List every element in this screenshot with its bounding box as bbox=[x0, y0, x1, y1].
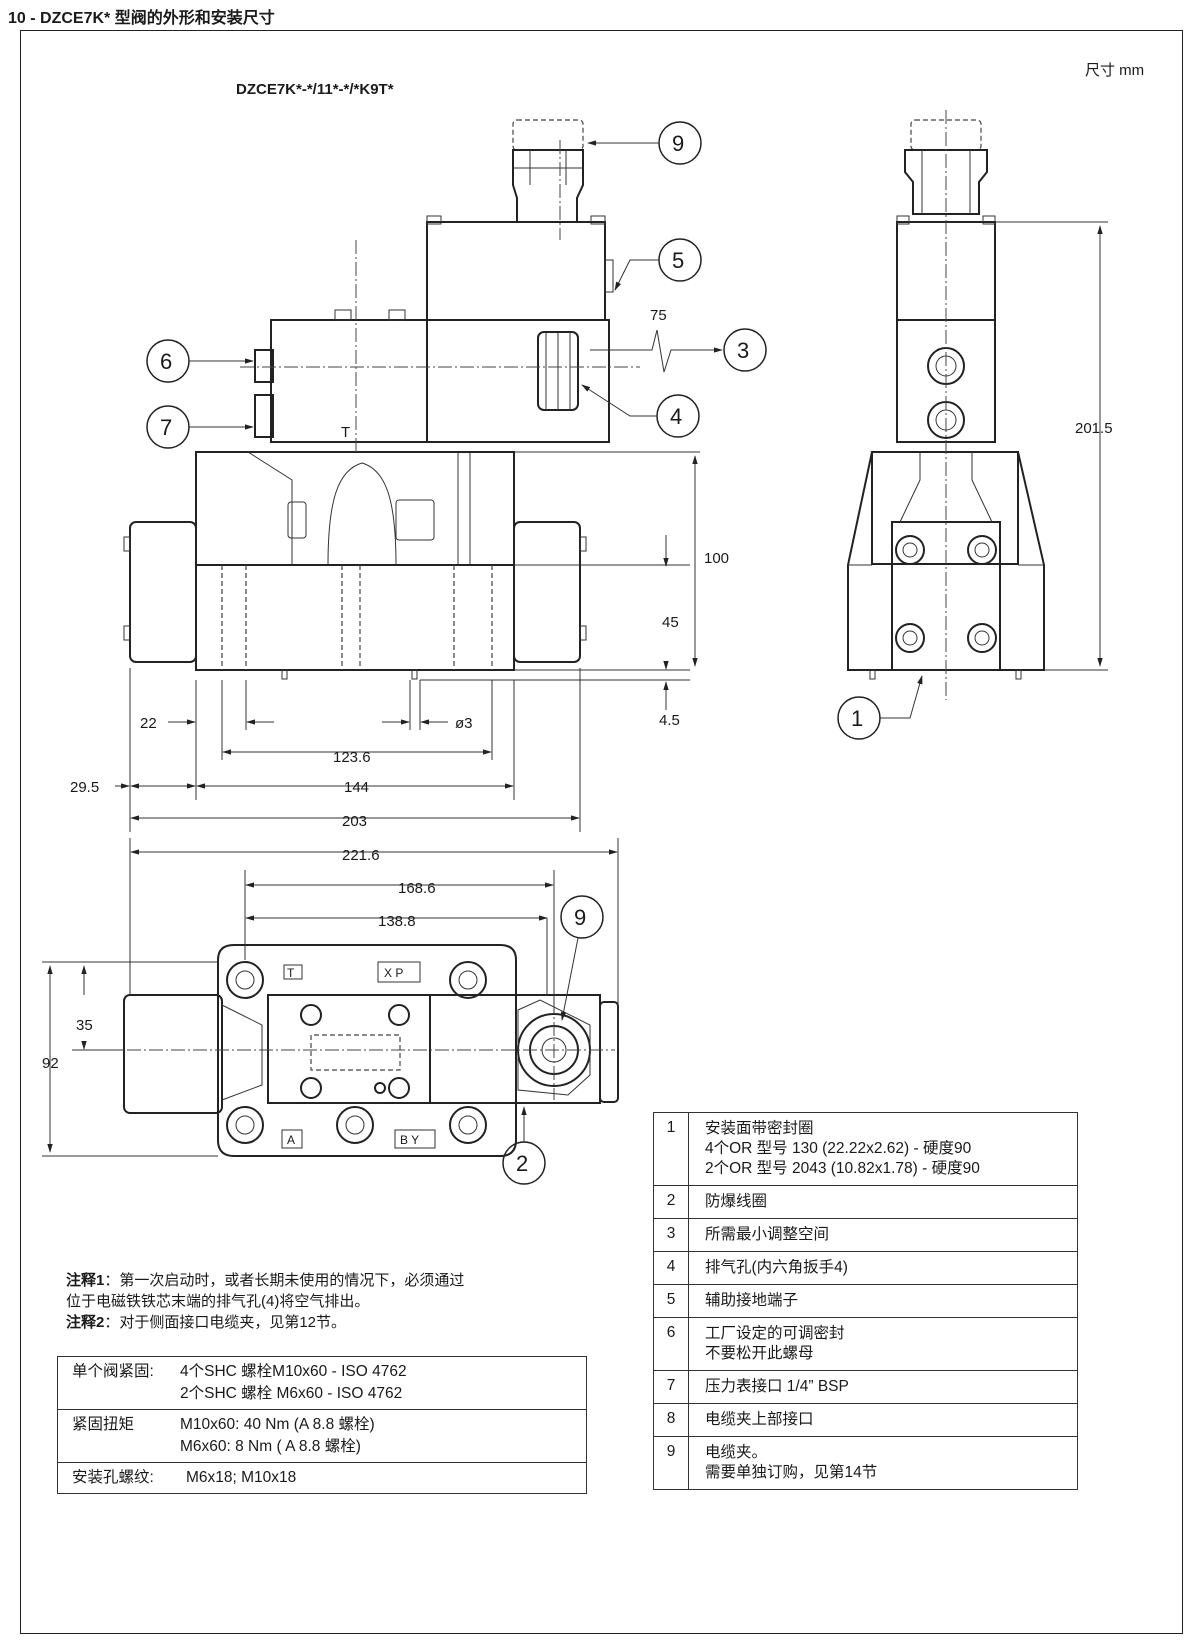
table-row: 3 所需最小调整空间 bbox=[653, 1218, 1078, 1252]
dim-29-5: 29.5 bbox=[70, 779, 99, 796]
fastening-spec-table: 单个阀紧固:4个SHC 螺栓M10x60 - ISO 4762 2个SHC 螺栓… bbox=[57, 1356, 587, 1494]
balloon-4: 4 bbox=[670, 404, 682, 429]
dim-45: 45 bbox=[662, 614, 679, 631]
balloon-6: 6 bbox=[160, 349, 172, 374]
dim-100: 100 bbox=[704, 550, 729, 567]
balloon-1: 1 bbox=[851, 706, 863, 731]
balloon-9-top: 9 bbox=[574, 905, 586, 930]
top-dimensions: 221.6 168.6 138.8 92 35 bbox=[42, 838, 619, 1157]
table-row: 7 压力表接口 1/4” BSP bbox=[653, 1370, 1078, 1404]
front-view: T bbox=[123, 119, 640, 680]
drawing-frame bbox=[20, 30, 1183, 1634]
dim-92: 92 bbox=[42, 1055, 59, 1072]
table-row: 5 辅助接地端子 bbox=[653, 1284, 1078, 1318]
dim-75: 75 bbox=[650, 307, 667, 324]
model-code: DZCE7K*-*/11*-*/*K9T* bbox=[236, 81, 394, 98]
dim-168-6: 168.6 bbox=[398, 880, 436, 897]
dim-221-6: 221.6 bbox=[342, 847, 380, 864]
note-1: 注释1：第一次启动时，或者长期未使用的情况下，必须通过 bbox=[66, 1272, 465, 1289]
dim-4-5: 4.5 bbox=[659, 712, 680, 729]
table-row: 2 防爆线圈 bbox=[653, 1185, 1078, 1219]
balloon-9-front: 9 bbox=[672, 131, 684, 156]
table-row: 8 电缆夹上部接口 bbox=[653, 1403, 1078, 1437]
dim-22: 22 bbox=[140, 715, 157, 732]
unit-note: 尺寸 mm bbox=[1085, 62, 1144, 79]
dim-phi3: ø3 bbox=[455, 715, 473, 732]
balloon-5: 5 bbox=[672, 248, 684, 273]
table-row: 单个阀紧固:4个SHC 螺栓M10x60 - ISO 4762 2个SHC 螺栓… bbox=[57, 1356, 587, 1410]
table-row: 9 电缆夹。需要单独订购，见第14节 bbox=[653, 1436, 1078, 1490]
side-view: 201.5 bbox=[847, 110, 1113, 700]
notes: 注释1：第一次启动时，或者长期未使用的情况下，必须通过 位于电磁铁铁芯末端的排气… bbox=[66, 1270, 586, 1333]
table-row: 6 工厂设定的可调密封不要松开此螺母 bbox=[653, 1317, 1078, 1371]
dim-144: 144 bbox=[344, 779, 369, 796]
dim-203: 203 bbox=[342, 813, 367, 830]
balloon-3: 3 bbox=[737, 338, 749, 363]
port-xp: X P bbox=[384, 966, 403, 980]
top-view: T X P A B Y bbox=[105, 944, 619, 1157]
balloons: 9 5 3 4 6 7 1 9 2 bbox=[146, 121, 923, 1185]
note-1-cont: 位于电磁铁铁芯末端的排气孔(4)将空气排出。 bbox=[66, 1293, 370, 1310]
port-t-top: T bbox=[287, 966, 295, 980]
dim-35: 35 bbox=[76, 1017, 93, 1034]
table-row: 安装孔螺纹:M6x18; M10x18 bbox=[57, 1462, 587, 1494]
port-t-label: T bbox=[341, 424, 350, 441]
dim-123-6: 123.6 bbox=[333, 749, 371, 766]
note-2: 注释2：对于侧面接口电缆夹，见第12节。 bbox=[66, 1314, 347, 1331]
port-a: A bbox=[287, 1133, 295, 1147]
page-title: 10 - DZCE7K* 型阀的外形和安装尺寸 bbox=[8, 10, 275, 27]
dim-201-5: 201.5 bbox=[1075, 420, 1113, 437]
front-dimensions: 100 45 4.5 75 22 ø3 123.6 29.5 144 20 bbox=[70, 307, 729, 832]
balloon-2: 2 bbox=[516, 1151, 528, 1176]
dim-138-8: 138.8 bbox=[378, 913, 416, 930]
table-row: 4 排气孔(内六角扳手4) bbox=[653, 1251, 1078, 1285]
port-by: B Y bbox=[400, 1133, 419, 1147]
balloon-7: 7 bbox=[160, 415, 172, 440]
